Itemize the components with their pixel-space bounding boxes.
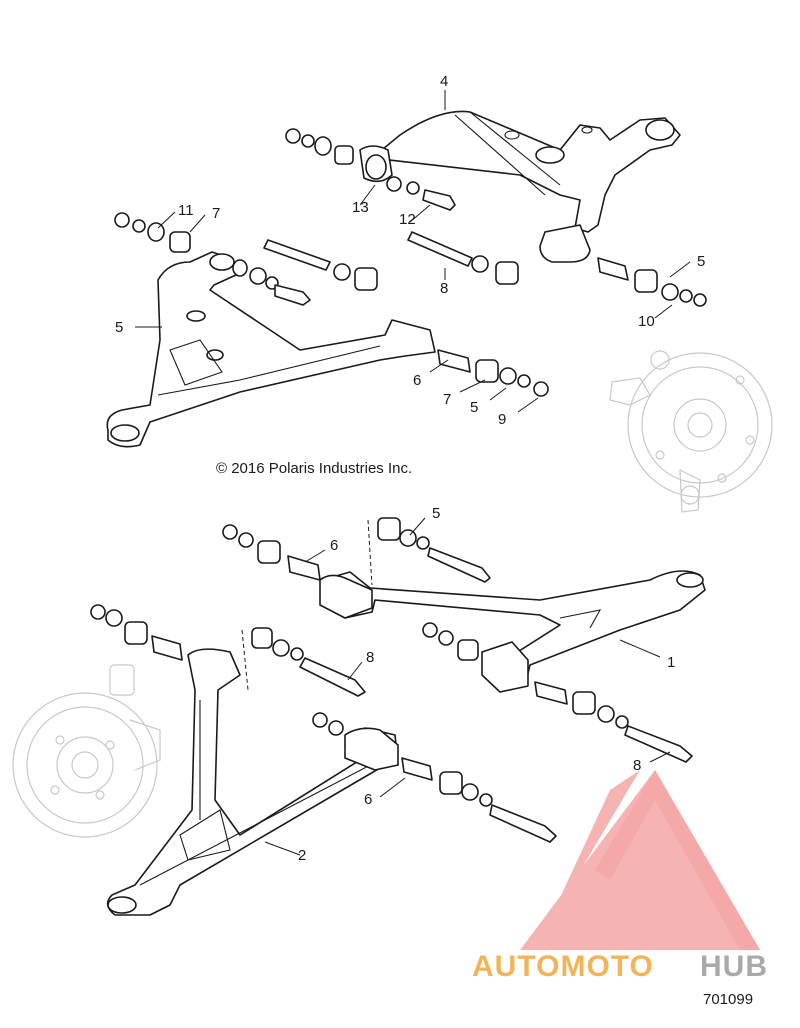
alignment-line-1 xyxy=(367,519,373,586)
callout-6-top: 6 xyxy=(413,372,421,389)
watermark-text-hub: HUB xyxy=(700,950,768,983)
callout-7-mid: 7 xyxy=(443,391,451,408)
part-1-rear-arm xyxy=(319,570,706,693)
callout-5-right: 5 xyxy=(697,253,705,270)
callout-8-top: 8 xyxy=(440,280,448,297)
callout-5-mid: 5 xyxy=(470,399,478,416)
ghost-hub-left xyxy=(12,664,161,838)
leader-lines xyxy=(135,90,691,856)
callout-1: 1 xyxy=(667,654,675,671)
callout-2: 2 xyxy=(298,847,306,864)
alignment-line-2 xyxy=(241,629,249,691)
callout-8-right: 8 xyxy=(633,757,641,774)
callout-10: 10 xyxy=(638,313,655,330)
part-4-front-a-arm xyxy=(106,251,436,448)
copyright-text: © 2016 Polaris Industries Inc. xyxy=(216,460,412,477)
watermark-logo: AUTOMOTO HUB xyxy=(472,770,768,983)
callout-12: 12 xyxy=(399,211,416,228)
hardware-stack-part2-right xyxy=(312,712,557,843)
callout-13: 13 xyxy=(352,199,369,216)
callout-5-lower: 5 xyxy=(432,505,440,522)
part-3-upper-a-arm xyxy=(359,110,681,263)
callout-7-top: 7 xyxy=(212,205,220,222)
ghost-hub-right xyxy=(609,350,773,513)
hardware-stack-center-top xyxy=(407,231,519,285)
hardware-stack-part1-right xyxy=(422,622,693,763)
callout-9: 9 xyxy=(498,411,506,428)
callout-6-mid: 6 xyxy=(330,537,338,554)
callout-6-bottom: 6 xyxy=(364,791,372,808)
figure-number: 701099 xyxy=(703,991,753,1008)
hardware-stack-part2-left xyxy=(90,604,366,697)
callout-11: 11 xyxy=(178,202,194,219)
watermark-text-automoto: AUTOMOTO xyxy=(472,950,654,983)
callout-4: 5 xyxy=(115,319,123,336)
hardware-stack-part1-top xyxy=(222,517,491,583)
hardware-stack-top-left xyxy=(285,128,456,211)
hardware-stack-part4-right xyxy=(437,349,549,397)
hardware-stack-part3-right xyxy=(597,257,707,307)
part-2-lower-arm xyxy=(106,648,399,916)
callout-3: 4 xyxy=(440,73,448,90)
callout-8-mid: 8 xyxy=(366,649,374,666)
watermark-triangle xyxy=(520,770,760,950)
hardware-stack-part4 xyxy=(114,212,378,306)
callout-numbers: 4 13 12 11 7 5 8 5 10 6 7 5 9 5 6 1 8 8 … xyxy=(115,73,705,864)
